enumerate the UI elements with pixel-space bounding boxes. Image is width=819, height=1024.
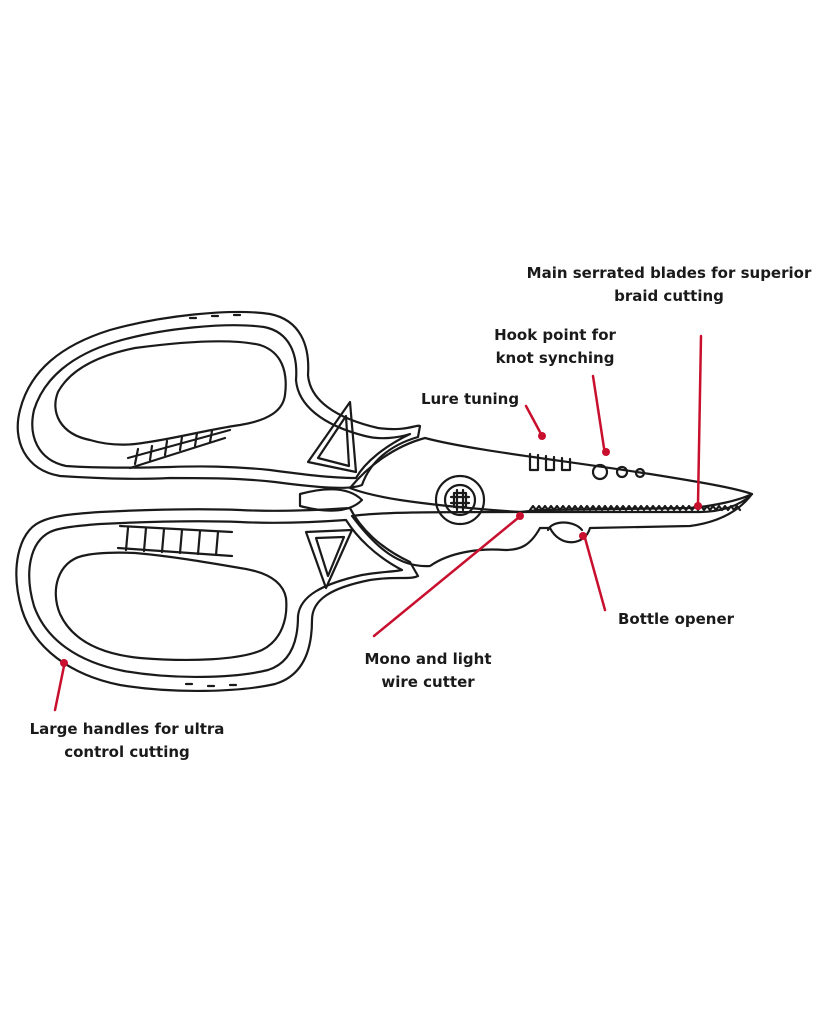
leader-hook bbox=[591, 374, 610, 456]
lower-handle-grip bbox=[54, 551, 288, 662]
leader-bottle bbox=[579, 532, 607, 612]
upper-handle bbox=[16, 310, 422, 489]
callout-bottle-opener: Bottle opener bbox=[612, 608, 740, 631]
hook-hole-large bbox=[591, 463, 609, 481]
lure-tuning-slots bbox=[528, 452, 572, 472]
callout-text: Hook point for bbox=[494, 326, 616, 344]
blade-assembly bbox=[298, 436, 754, 568]
lower-handle-rim bbox=[28, 518, 404, 679]
blade-serration bbox=[528, 504, 742, 512]
upper-handle-ribs bbox=[126, 428, 232, 470]
callout-text: braid cutting bbox=[614, 287, 724, 305]
upper-blade bbox=[348, 436, 754, 514]
upper-handle-grip bbox=[54, 340, 287, 446]
callout-hook-point: Hook point for knot synching bbox=[490, 324, 620, 370]
center-cutout bbox=[298, 488, 364, 512]
callout-lure-tuning: Lure tuning bbox=[418, 388, 522, 411]
upper-handle-window bbox=[306, 400, 358, 474]
pivot-cross bbox=[449, 488, 471, 512]
hook-hole-medium bbox=[615, 465, 629, 479]
hook-hole-small bbox=[634, 467, 646, 479]
callout-text: Mono and light bbox=[364, 650, 492, 668]
leader-handles bbox=[53, 659, 68, 712]
upper-handle-outer bbox=[16, 310, 422, 489]
lower-handle-ribs bbox=[116, 524, 234, 558]
callout-text: control cutting bbox=[64, 743, 190, 761]
leader-blades bbox=[694, 334, 703, 510]
upper-handle-rim bbox=[31, 324, 412, 480]
callout-text: Bottle opener bbox=[617, 610, 735, 628]
callout-text: Lure tuning bbox=[420, 390, 520, 408]
pivot-outer bbox=[434, 474, 486, 526]
leader-lure bbox=[524, 404, 546, 440]
leader-mono bbox=[372, 512, 524, 638]
callout-text: knot synching bbox=[495, 349, 615, 367]
lower-blade bbox=[350, 492, 754, 568]
pivot-inner bbox=[443, 483, 477, 517]
lower-handle-window bbox=[304, 528, 354, 590]
callout-large-handles: Large handles for ultra control cutting bbox=[24, 718, 230, 764]
callout-text: Main serrated blades for superior bbox=[526, 264, 812, 282]
callout-mono-wire-cutter: Mono and light wire cutter bbox=[358, 648, 498, 694]
callout-text: Large handles for ultra bbox=[29, 720, 225, 738]
bottle-opener-notch bbox=[546, 521, 584, 532]
callout-main-serrated-blades: Main serrated blades for superior braid … bbox=[524, 262, 814, 308]
callout-text: wire cutter bbox=[381, 673, 475, 691]
